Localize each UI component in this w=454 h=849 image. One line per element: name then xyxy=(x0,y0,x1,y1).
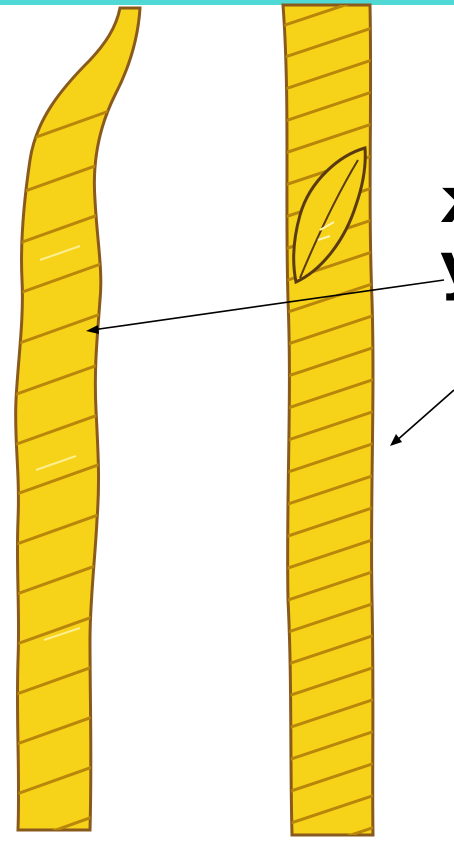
pointer-arrow-right xyxy=(390,390,454,446)
pointer-arrow-left xyxy=(86,280,444,334)
label-fragment-1: ж xyxy=(440,170,454,232)
left-fiber xyxy=(0,8,140,849)
right-fiber xyxy=(270,0,390,849)
label-fragment-2: у xyxy=(440,235,454,297)
